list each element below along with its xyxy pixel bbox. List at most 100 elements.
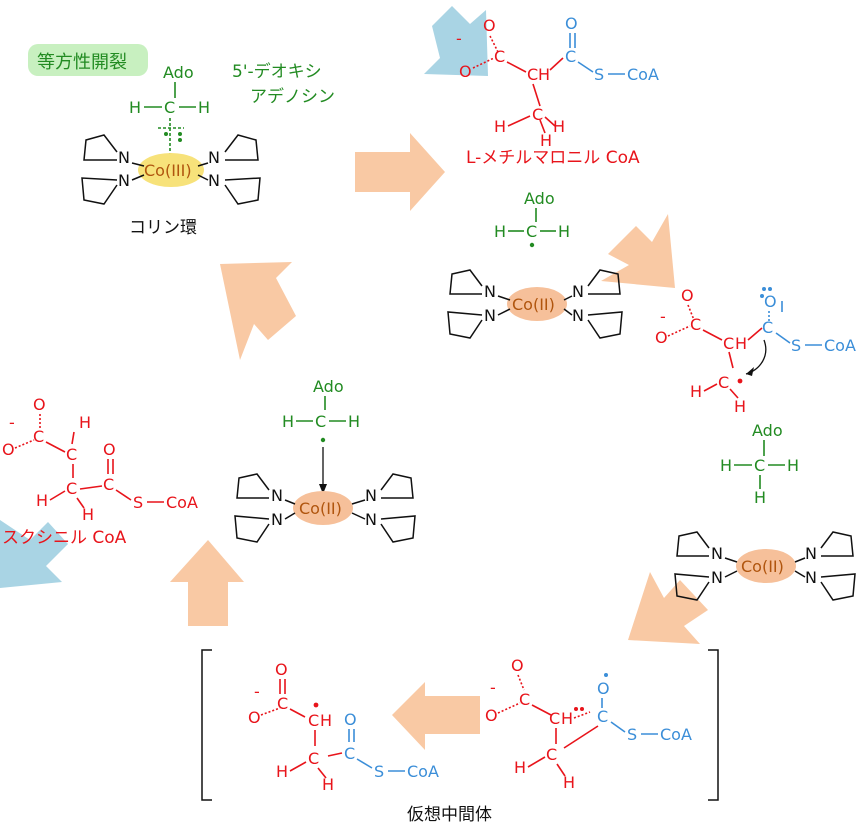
h-atom: H (720, 456, 732, 475)
left-bracket (201, 649, 212, 801)
o-atom: O (2, 440, 15, 459)
c-atom: C (308, 749, 319, 768)
ado-label: Ado (524, 189, 555, 208)
n-atom: N (805, 568, 817, 587)
ado-radical-2: Ado H C H (282, 377, 360, 494)
c-atom: C (549, 709, 560, 728)
c-atom: C (33, 427, 44, 446)
h-atom: H (282, 412, 294, 431)
n-atom: N (365, 510, 377, 529)
intermediate-label: 仮想中間体 (407, 805, 492, 824)
cyclic-intermediate: O - O C C H O C S CoA C H H (485, 656, 692, 792)
cobalt-ii: Co(II) (299, 499, 342, 518)
h-atom: H (36, 491, 48, 510)
h-atom: H (494, 222, 506, 241)
c-atom: C (723, 334, 734, 353)
c-atom: C (308, 711, 319, 730)
ado-radical-1: Ado H C H (494, 189, 570, 248)
h-atom: H (540, 131, 552, 150)
h-atom: H (561, 709, 573, 728)
o-atom: O (681, 286, 694, 305)
o-atom: O (103, 440, 116, 459)
coa-label: CoA (660, 725, 692, 744)
h-atom: H (348, 412, 360, 431)
c-atom: C (565, 47, 576, 66)
n-atom: N (805, 544, 817, 563)
c-atom: C (718, 373, 729, 392)
cycle-arrow-downright-1 (601, 214, 675, 288)
s-atom: S (627, 725, 637, 744)
o-atom: O (483, 16, 496, 35)
cobalt-ii: Co(II) (512, 295, 555, 314)
o-atom: O (275, 660, 288, 679)
coa-label: CoA (166, 493, 198, 512)
ado-label: Ado (752, 421, 783, 440)
o-atom: O (248, 708, 261, 727)
c-atom: C (66, 479, 77, 498)
h-atom: H (79, 413, 91, 432)
deoxyadenosine-label-2: アデノシン (250, 86, 335, 107)
s-atom: S (133, 493, 143, 512)
homolysis-label-bubble (28, 44, 148, 76)
n-atom: N (118, 171, 130, 190)
coa-label: CoA (627, 65, 659, 84)
c-atom: C (597, 707, 608, 726)
ado-label: Ado (313, 377, 344, 396)
cycle-arrow-right (355, 133, 445, 211)
deoxyadenosine-label-1: 5'-デオキシ (232, 61, 322, 82)
n-atom: N (118, 148, 130, 167)
cobalt-ii-complex-2: Co(II) N N N N (674, 531, 856, 601)
n-atom: N (484, 282, 496, 301)
right-bracket (708, 649, 719, 801)
deoxyadenosine-right: Ado H C H H (720, 421, 799, 507)
charge: - (490, 678, 496, 697)
o-atom: O (655, 328, 668, 347)
methylmalonyl-label: L-メチルマロニル CoA (466, 148, 640, 168)
succinyl-label: スクシニル CoA (2, 528, 127, 548)
c-atom: C (315, 412, 326, 431)
methylmalonyl-coa: O - O C C H O C S CoA C H H H L-メチルマロニル … (456, 14, 659, 168)
c-atom: C (527, 65, 538, 84)
o-atom: O (511, 656, 524, 675)
h-atom: H (787, 456, 799, 475)
homolysis-label: 等方性開裂 (37, 52, 127, 73)
charge: - (254, 682, 260, 701)
cycle-arrow-up (170, 540, 244, 626)
o-atom: O (485, 706, 498, 725)
s-atom: S (374, 762, 384, 781)
cycle-arrow-left (392, 682, 480, 750)
c-atom: C (690, 315, 701, 334)
co2-ellipse (293, 491, 353, 525)
n-atom: N (572, 282, 584, 301)
succinyl-coa: O - O C H C C H H O C S CoA スクシニル CoA (2, 395, 198, 548)
cobalt-ii-complex-3: Co(II) N N N N (234, 473, 416, 543)
cycle-arrow-downleft (628, 572, 708, 644)
c-atom: C (519, 690, 530, 709)
n-atom: N (271, 486, 283, 505)
curly-arrow (745, 339, 767, 375)
h-atom: H (563, 773, 575, 792)
h-atom: H (735, 334, 747, 353)
h-atom: H (690, 382, 702, 401)
c-atom: C (164, 98, 175, 117)
methylmalonyl-radical: O - O C C H O C S CoA C H H (655, 286, 856, 416)
c-atom: C (103, 475, 114, 494)
c-atom: C (546, 745, 557, 764)
o-atom: O (764, 292, 777, 311)
blue-arrow-in (424, 6, 488, 76)
c-atom: C (762, 318, 773, 337)
n-atom: N (572, 306, 584, 325)
h-atom: H (558, 222, 570, 241)
cycle-arrow-upleft (220, 262, 296, 360)
o-atom: O (344, 710, 357, 729)
h-atom: H (553, 117, 565, 136)
blue-arrow-out (0, 520, 68, 588)
o-atom: O (33, 395, 46, 414)
o-atom: O (565, 14, 578, 33)
c-atom: C (532, 105, 543, 124)
charge: - (456, 29, 462, 48)
co3-ellipse (138, 153, 204, 187)
n-atom: N (208, 171, 220, 190)
co2-ellipse (507, 287, 567, 321)
